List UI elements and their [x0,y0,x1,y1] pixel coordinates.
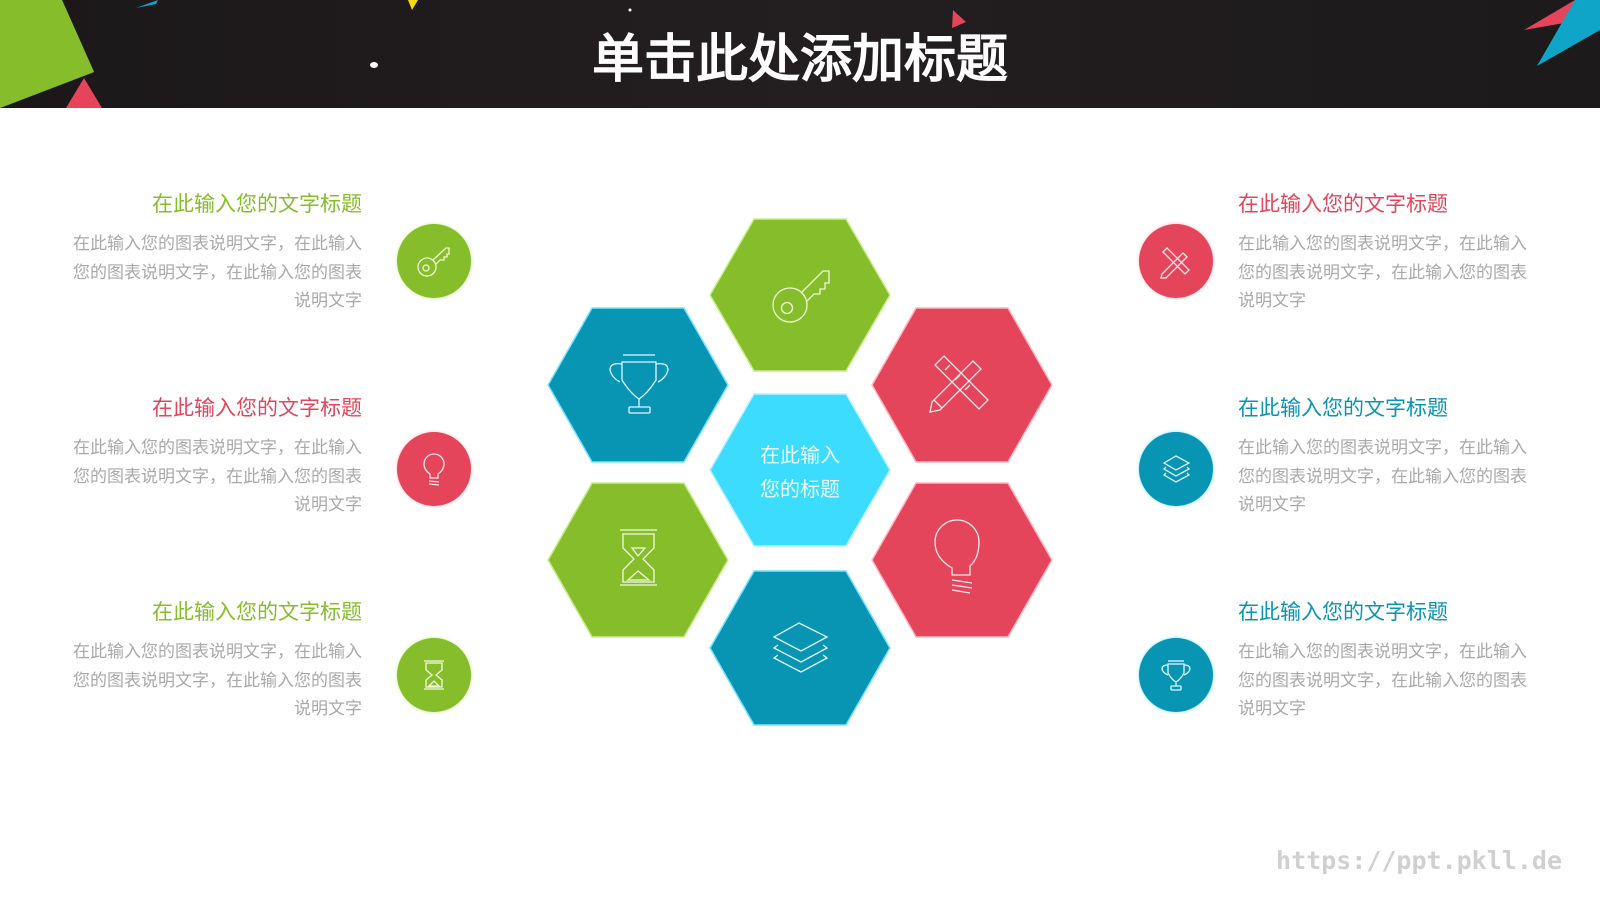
lightbulb-icon [934,519,980,594]
hexagon-upper-right-pencil[interactable] [871,307,1053,463]
left-item-3-badge [397,638,471,712]
left-item-3-desc[interactable]: 在此输入您的图表说明文字，在此输入您的图表说明文字，在此输入您的图表说明文字 [73,642,362,719]
left-item-2-title[interactable]: 在此输入您的文字标题 [152,396,362,420]
hourglass-icon [424,660,444,690]
trophy-icon [609,354,669,414]
layers-icon [772,622,829,673]
header-banner: 单击此处添加标题 [0,0,1600,108]
right-item-1-desc[interactable]: 在此输入您的图表说明文字，在此输入您的图表说明文字，在此输入您的图表说明文字 [1238,234,1527,311]
right-item-2-badge [1139,432,1213,506]
right-item-2-desc[interactable]: 在此输入您的图表说明文字，在此输入您的图表说明文字，在此输入您的图表说明文字 [1238,438,1527,515]
watermark: https://ppt.pkll.de [1276,846,1562,875]
hourglass-icon [620,529,657,586]
hexagon-center[interactable] [709,393,891,547]
center-label-line-2: 您的标题 [760,477,840,501]
key-icon [772,270,830,323]
hexagon-top-key[interactable] [709,218,891,372]
hexagon-lower-left-hourglass[interactable] [547,482,729,638]
left-item-1-desc[interactable]: 在此输入您的图表说明文字，在此输入您的图表说明文字，在此输入您的图表说明文字 [73,234,362,311]
left-item-2-badge [397,432,471,506]
right-item-2: 在此输入您的文字标题 在此输入您的图表说明文字，在此输入您的图表说明文字，在此输… [1238,394,1538,520]
pencil-ruler-icon [929,355,989,413]
lightbulb-icon [423,453,445,486]
layers-icon [1162,455,1191,483]
left-item-2-desc[interactable]: 在此输入您的图表说明文字，在此输入您的图表说明文字，在此输入您的图表说明文字 [73,438,362,515]
right-item-1-badge [1139,224,1213,298]
right-item-3-title[interactable]: 在此输入您的文字标题 [1238,600,1448,624]
right-item-1: 在此输入您的文字标题 在此输入您的图表说明文字，在此输入您的图表说明文字，在此输… [1238,190,1538,316]
confetti-decoration [0,0,1600,108]
right-item-3: 在此输入您的文字标题 在此输入您的图表说明文字，在此输入您的图表说明文字，在此输… [1238,598,1538,724]
hexagon-bottom-layers[interactable] [709,570,891,726]
slide-title[interactable]: 单击此处添加标题 [591,30,1008,90]
right-item-3-desc[interactable]: 在此输入您的图表说明文字，在此输入您的图表说明文字，在此输入您的图表说明文字 [1238,642,1527,719]
pencil-ruler-icon [1160,247,1190,279]
center-label[interactable]: 在此输入 您的标题 [720,438,880,506]
left-item-3-title[interactable]: 在此输入您的文字标题 [152,600,362,624]
hexagon-upper-left-trophy[interactable] [547,307,729,463]
left-item-1-title[interactable]: 在此输入您的文字标题 [152,192,362,216]
right-item-2-title[interactable]: 在此输入您的文字标题 [1238,396,1448,420]
key-icon [417,247,450,277]
right-item-3-badge [1139,638,1213,712]
left-item-1: 在此输入您的文字标题 在此输入您的图表说明文字，在此输入您的图表说明文字，在此输… [62,190,362,316]
left-item-2: 在此输入您的文字标题 在此输入您的图表说明文字，在此输入您的图表说明文字，在此输… [62,394,362,520]
left-item-1-badge [397,224,471,298]
left-item-3: 在此输入您的文字标题 在此输入您的图表说明文字，在此输入您的图表说明文字，在此输… [62,598,362,724]
center-label-line-1: 在此输入 [760,443,840,467]
trophy-icon [1161,660,1191,691]
hexagon-lower-right-lightbulb[interactable] [871,482,1053,638]
right-item-1-title[interactable]: 在此输入您的文字标题 [1238,192,1448,216]
